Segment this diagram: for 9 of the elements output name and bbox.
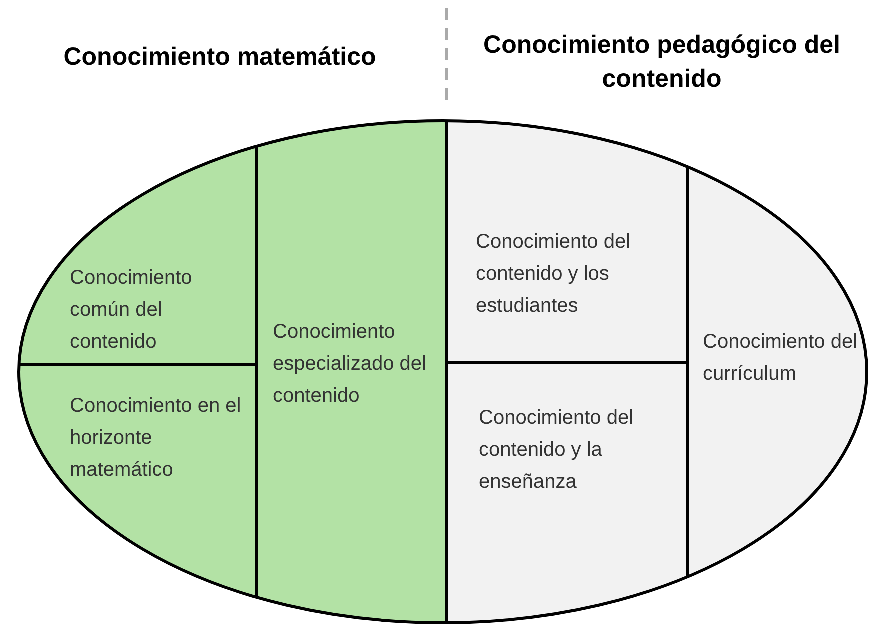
region-label: Conocimiento del contenido y la enseñanza	[479, 406, 635, 495]
region-label: Conocimiento especializado del contenido	[273, 320, 428, 409]
region-label: Conocimiento en el horizonte matemático	[70, 394, 242, 483]
region-label: Conocimiento común del contenido	[70, 266, 194, 355]
diagram-region	[447, 363, 688, 624]
section-heading: Conocimiento matemático	[62, 42, 378, 73]
region-label: Conocimiento del currículum	[703, 330, 859, 387]
region-label: Conocimiento del contenido y los estudiantes	[476, 230, 632, 319]
section-heading: Conocimiento pedagógico del contenido	[482, 30, 842, 95]
